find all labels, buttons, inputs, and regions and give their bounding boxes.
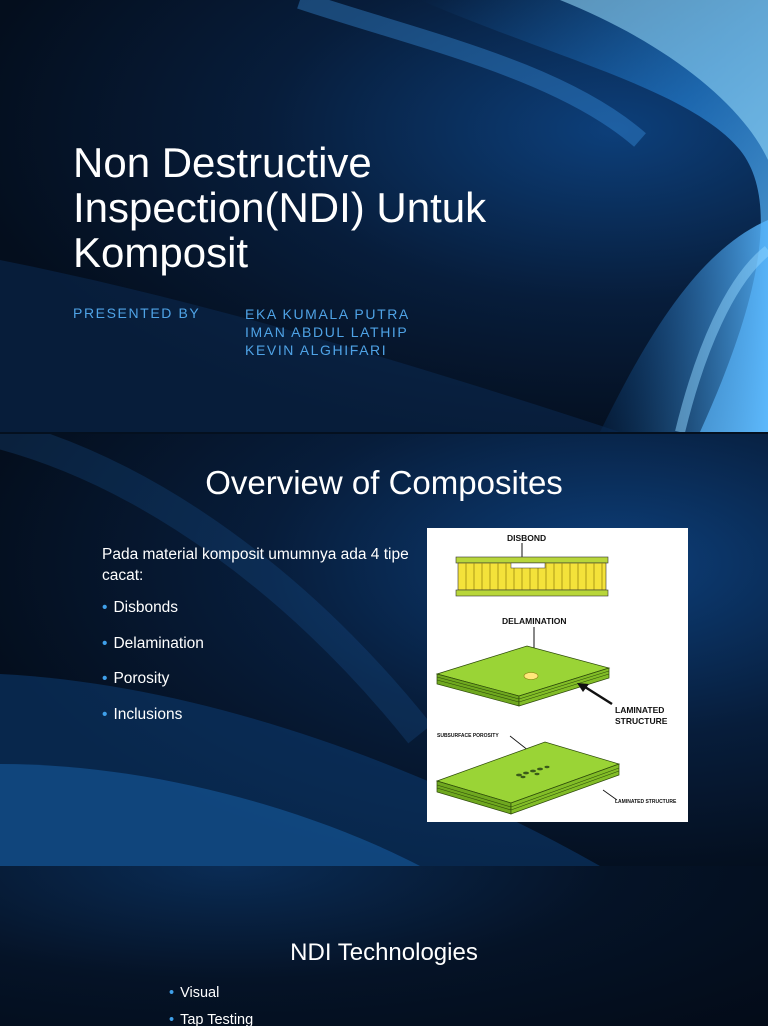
list-item: •Porosity [102, 670, 170, 687]
author-list: EKA KUMALA PUTRA IMAN ABDUL LATHIP KEVIN… [245, 305, 410, 359]
list-item: •Tap Testing [169, 1012, 254, 1026]
bullet-icon: • [169, 1012, 175, 1026]
porosity-label: SUBSURFACE POROSITY [437, 733, 499, 739]
list-item: •Delamination [102, 634, 204, 652]
overview-slide: Overview of Composites Pada material kom… [0, 434, 768, 866]
ndi-technologies-slide: NDI Technologies •Visual •Tap Testing [0, 866, 768, 1026]
presentation-title: Non Destructive Inspection(NDI) Untuk Ko… [73, 139, 487, 276]
laminated-label: LAMINATED [615, 705, 664, 715]
delamination-label: DELAMINATION [502, 616, 567, 626]
bullet-icon: • [102, 670, 108, 687]
title-slide: Non Destructive Inspection(NDI) Untuk Ko… [0, 0, 768, 432]
bullet-icon: • [102, 599, 108, 616]
list-item: •Visual [169, 985, 220, 1001]
bullet-icon: • [169, 985, 175, 1001]
composite-defects-diagram: DISBOND DEL [435, 533, 677, 815]
list-item: •Inclusions [102, 705, 183, 723]
list-item: •Disbonds [102, 599, 179, 616]
bullet-icon: • [102, 634, 108, 652]
laminated-structure-label: LAMINATED STRUCTURE [615, 799, 677, 805]
structure-label: STRUCTURE [615, 716, 668, 726]
presented-by-label: PRESENTED BY [73, 305, 201, 321]
disbond-label: DISBOND [507, 533, 546, 543]
defect-list: •Disbonds •Delamination •Porosity •Inclu… [102, 599, 204, 741]
technology-list: •Visual •Tap Testing [169, 985, 253, 1026]
intro-text: Pada material komposit umumnya ada 4 tip… [102, 546, 409, 584]
author-name: IMAN ABDUL LATHIP [245, 324, 409, 340]
author-name: KEVIN ALGHIFARI [245, 342, 388, 358]
composite-defects-figure: DISBOND DEL [427, 528, 688, 822]
bullet-icon: • [102, 705, 108, 723]
slide-title: NDI Technologies [290, 939, 478, 966]
slide-title: Overview of Composites [205, 464, 563, 501]
author-name: EKA KUMALA PUTRA [245, 306, 410, 322]
